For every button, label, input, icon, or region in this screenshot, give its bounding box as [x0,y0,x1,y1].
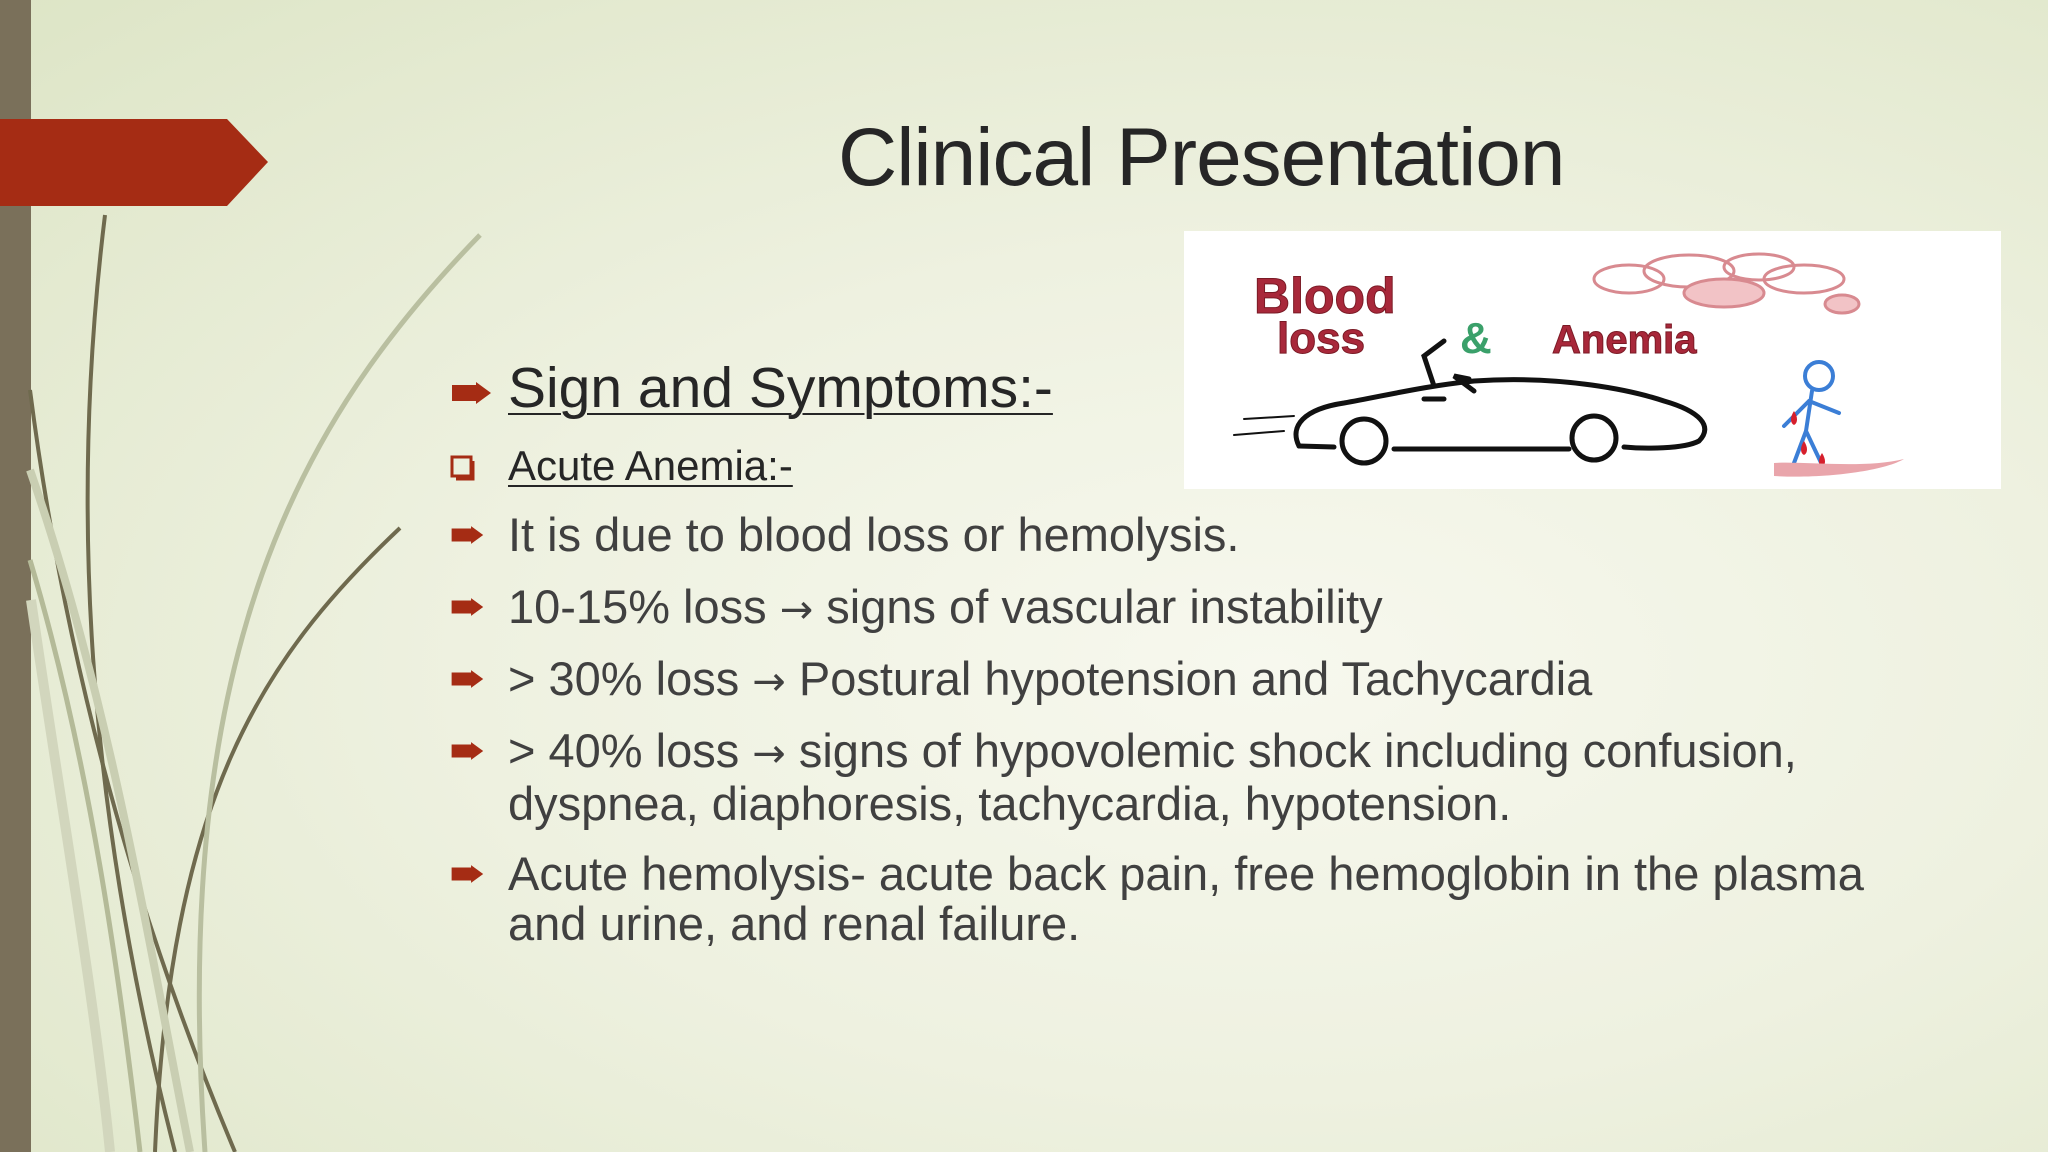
bullet-item: 10-15% loss → signs of vascular instabil… [450,582,1950,634]
subheading-row: Acute Anemia:- [450,441,1950,493]
bullet-text: > 30% loss → Postural hypotension and Ta… [508,654,1948,707]
arrow-bullet-icon [451,865,484,883]
arrow-bullet-icon [451,526,484,544]
car-illustration [1233,338,1708,466]
arrow-right-icon: → [752,659,786,705]
bullet-rest: Postural hypotension and Tachycardia [798,652,1593,705]
arrow-bullet-icon [451,670,484,688]
bullet-line: and urine, and renal failure. [508,897,1081,950]
bullet-lead: 10-15% loss [508,580,767,633]
checkbox-bullet-icon [450,455,475,481]
picture-text-anemia: Anemia [1552,318,1697,362]
section-heading: Sign and Symptoms:- [508,356,1053,420]
title-accent-arrow [0,119,268,206]
bullet-text: > 40% loss → signs of hypovolemic shock … [508,726,1948,829]
arrow-bullet-icon [451,598,484,616]
bullet-line: Acute hemolysis- acute back pain, free h… [508,847,1864,900]
bullet-rest: signs of vascular instability [826,580,1383,633]
picture-text-amp: & [1460,314,1492,363]
bullet-text: It is due to blood loss or hemolysis. [508,508,1240,561]
bullet-item: Acute hemolysis- acute back pain, free h… [450,849,1950,953]
arrow-right-icon: → [752,731,786,777]
arrow-bullet-icon [452,382,491,404]
bullet-lead: > 30% loss [508,652,740,705]
bullet-text: 10-15% loss → signs of vascular instabil… [508,582,1948,635]
bullet-item: It is due to blood loss or hemolysis. [450,510,1950,562]
stick-figure-illustration [1774,360,1904,477]
picture-text-loss: loss [1277,314,1365,363]
bullet-lead: > 40% loss [508,724,740,777]
clouds-illustration [1592,252,1861,315]
bullet-item: > 30% loss → Postural hypotension and Ta… [450,654,1950,706]
bullet-rest: signs of hypovolemic shock including con… [798,724,1797,777]
arrow-right-icon: → [779,587,814,633]
slide-title: Clinical Presentation [838,112,1565,203]
blood-loss-anemia-picture: Blood loss & Anemia [1184,231,2001,489]
picture-text-blood: Blood [1254,268,1396,324]
bullet-text: Acute hemolysis- acute back pain, free h… [508,849,1948,949]
bullet-line: dyspnea, diaphoresis, tachycardia, hypot… [508,777,1512,830]
bullet-item: > 40% loss → signs of hypovolemic shock … [450,726,1950,830]
grass-stems-decoration [26,214,482,1152]
heading-row: Sign and Symptoms:- [450,355,1950,425]
arrow-bullet-icon [451,742,484,760]
subsection-heading: Acute Anemia:- [508,442,793,489]
bullet-line: > 40% loss → signs of hypovolemic shock … [508,726,1948,779]
